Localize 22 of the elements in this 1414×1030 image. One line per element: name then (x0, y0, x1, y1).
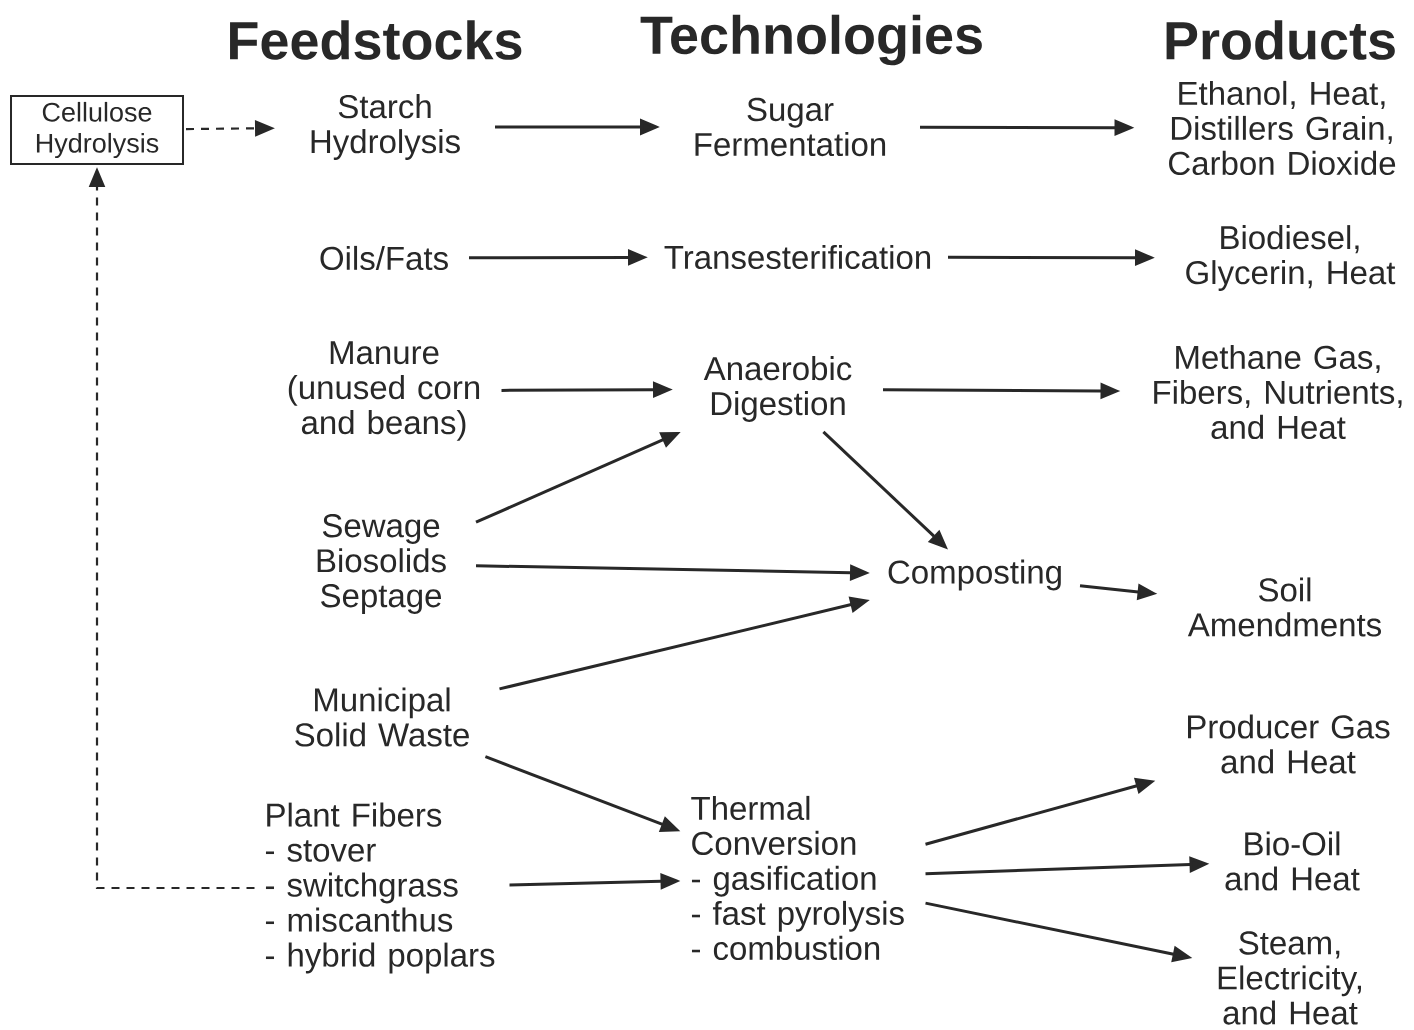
node-text: Methane Gas, Fibers, Nutrients, and Heat (1154, 344, 1402, 440)
process-box: Cellulose Hydrolysis (10, 94, 184, 166)
column-heading: Products (1166, 20, 1395, 60)
node-text: Thermal Conversion - gasification - fast pyrolysis - combustion (691, 795, 904, 961)
node-text: Composting (888, 559, 1061, 591)
node-text: Soil Amendments (1187, 577, 1381, 637)
node-text: Municipal Solid Waste (295, 687, 469, 747)
column-heading: Feedstocks (230, 20, 522, 60)
node-text: Anaerobic Digestion (703, 356, 852, 422)
node-text: Plant Fibers - stover - switchgrass - miscanthus - hybrid poplars (265, 802, 495, 974)
node-text: Manure (unused corn and beans) (288, 341, 480, 441)
node-text: Bio-Oil and Heat (1225, 831, 1360, 891)
node-text: Oils/Fats (320, 245, 448, 271)
node-text: Sewage Biosolids Septage (317, 514, 446, 614)
node-text: Sugar Fermentation (695, 97, 886, 157)
node-text: Starch Hydrolysis (311, 94, 460, 160)
node-text: Producer Gas and Heat (1188, 714, 1390, 774)
column-heading: Technologies (640, 14, 982, 66)
node-text: Steam, Electricity, and Heat (1218, 931, 1361, 1025)
node-text: Ethanol, Heat, Distillers Grain, Carbon Dioxide (1169, 80, 1396, 176)
node-text: Transesterification (664, 244, 931, 270)
node-text: Biodiesel, Glycerin, Heat (1186, 225, 1396, 291)
